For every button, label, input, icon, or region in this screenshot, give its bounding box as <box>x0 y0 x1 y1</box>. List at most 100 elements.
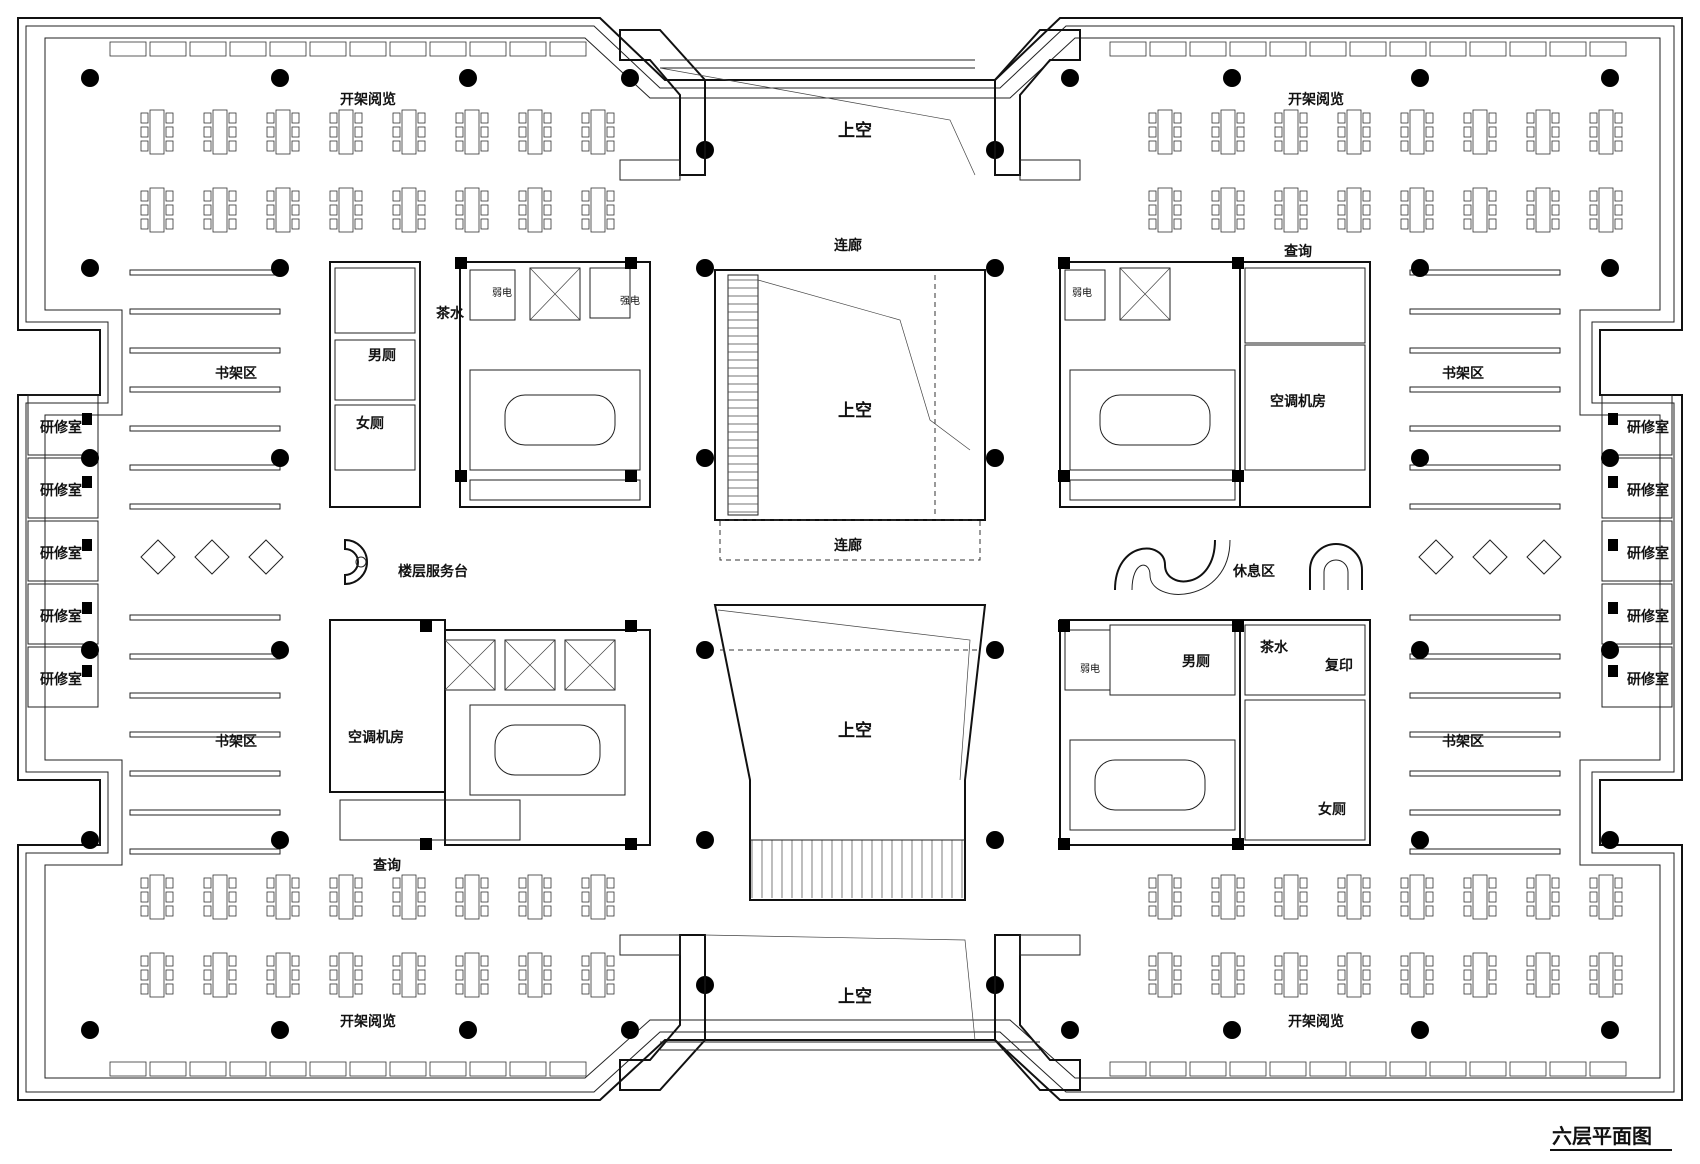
label-copy-lr: 复印 <box>1324 657 1353 674</box>
label-hvac-ur: 空调机房 <box>1270 393 1326 410</box>
bottom-left-carrel <box>109 1061 147 1077</box>
bottom-right-carrel <box>1549 1061 1587 1077</box>
tl-table <box>464 109 480 155</box>
column-23 <box>81 1021 99 1039</box>
tr-table <box>1598 109 1614 155</box>
bottom-right-carrel <box>1229 1061 1267 1077</box>
ur-shelf <box>1409 347 1561 354</box>
column-20 <box>271 831 289 849</box>
ll-shelf <box>129 692 281 699</box>
label-bookshelf-ur: 书架区 <box>1442 365 1484 382</box>
top-right-carrel <box>1189 41 1227 57</box>
bl-table <box>464 952 480 998</box>
bottom-left-carrel <box>389 1061 427 1077</box>
bottom-left-carrel <box>509 1061 547 1077</box>
top-right-carrel <box>1509 41 1547 57</box>
top-right-carrel <box>1589 41 1627 57</box>
column-11 <box>81 449 99 467</box>
column-24 <box>271 1021 289 1039</box>
drawing-title: 六层平面图 <box>1552 1124 1652 1148</box>
tl-table <box>338 109 354 155</box>
bottom-left-carrel <box>349 1061 387 1077</box>
top-left-carrel <box>269 41 307 57</box>
bl-table <box>149 952 165 998</box>
label-study-room-right-2: 研修室 <box>1627 482 1669 499</box>
label-study-room-left-5: 研修室 <box>40 671 82 688</box>
column-39 <box>621 1021 639 1039</box>
bottom-right-carrel <box>1189 1061 1227 1077</box>
core-lower-right <box>1058 619 1371 850</box>
top-left-carrel <box>429 41 467 57</box>
top-left-carrel <box>109 41 147 57</box>
label-study-room-right-1: 研修室 <box>1627 419 1669 436</box>
column-38 <box>1061 69 1079 87</box>
void-lower-bottom <box>619 934 1081 1091</box>
void-center-atrium <box>714 269 986 561</box>
diamond-2 <box>194 539 230 575</box>
lr-shelf <box>1409 692 1561 699</box>
tl-table <box>212 109 228 155</box>
column-33 <box>696 641 714 659</box>
tr-table <box>1472 187 1488 233</box>
column-21 <box>1411 831 1429 849</box>
lr-shelf <box>1409 848 1561 855</box>
tr-table <box>1220 109 1236 155</box>
column-16 <box>271 641 289 659</box>
column-32 <box>986 449 1004 467</box>
label-inquiry-ll: 查询 <box>373 857 401 874</box>
top-right-carrel <box>1309 41 1347 57</box>
ul-shelf <box>129 425 281 432</box>
br-table <box>1157 874 1173 920</box>
column-25 <box>459 1021 477 1039</box>
room-labels: 开架阅览 开架阅览 开架阅览 开架阅览 上空 上空 上空 上空 连廊 连廊 书架… <box>215 91 1672 1151</box>
bl-table <box>590 874 606 920</box>
study-room-left-5 <box>27 646 99 708</box>
building-outline <box>17 17 1683 1101</box>
top-left-carrel <box>229 41 267 57</box>
bottom-right-carrel <box>1469 1061 1507 1077</box>
diamond-3 <box>248 539 284 575</box>
column-9 <box>1411 259 1429 277</box>
study-room-left-4 <box>27 583 99 645</box>
column-22 <box>1601 831 1619 849</box>
ll-shelf <box>129 614 281 621</box>
core-upper-left <box>329 257 651 508</box>
column-12 <box>271 449 289 467</box>
bl-table <box>401 952 417 998</box>
study-room-labels: 研修室研修室研修室研修室研修室研修室研修室研修室研修室研修室 <box>40 419 1669 688</box>
bottom-left-carrel <box>189 1061 227 1077</box>
tr-table <box>1157 187 1173 233</box>
tr-table <box>1283 187 1299 233</box>
reading-tables <box>109 41 1627 1077</box>
column-4 <box>1223 69 1241 87</box>
bottom-left-carrel <box>469 1061 507 1077</box>
ul-shelf <box>129 503 281 510</box>
column-19 <box>81 831 99 849</box>
study-room-right-3 <box>1601 520 1673 582</box>
study-room-left-1 <box>27 394 99 456</box>
label-open-reading-br: 开架阅览 <box>1288 1013 1344 1030</box>
top-right-carrel <box>1389 41 1427 57</box>
label-tea-lr: 茶水 <box>1259 639 1289 656</box>
tr-table <box>1535 187 1551 233</box>
top-right-carrel <box>1109 41 1147 57</box>
diamond-4 <box>1418 539 1454 575</box>
label-womens-room-lr: 女厕 <box>1318 801 1346 818</box>
br-table <box>1409 874 1425 920</box>
bl-table <box>590 952 606 998</box>
top-left-carrel <box>549 41 587 57</box>
column-3 <box>459 69 477 87</box>
column-37 <box>621 69 639 87</box>
study-rooms-left <box>27 394 99 708</box>
label-study-room-left-3: 研修室 <box>40 545 82 562</box>
tl-table <box>401 187 417 233</box>
label-study-room-right-4: 研修室 <box>1627 608 1669 625</box>
label-bookshelf-lr: 书架区 <box>1442 733 1484 750</box>
diamond-5 <box>1472 539 1508 575</box>
column-13 <box>1411 449 1429 467</box>
bottom-left-carrel <box>309 1061 347 1077</box>
tr-table <box>1283 109 1299 155</box>
label-bookshelf-ul: 书架区 <box>215 365 257 382</box>
tl-table <box>149 109 165 155</box>
label-study-room-left-4: 研修室 <box>40 608 82 625</box>
